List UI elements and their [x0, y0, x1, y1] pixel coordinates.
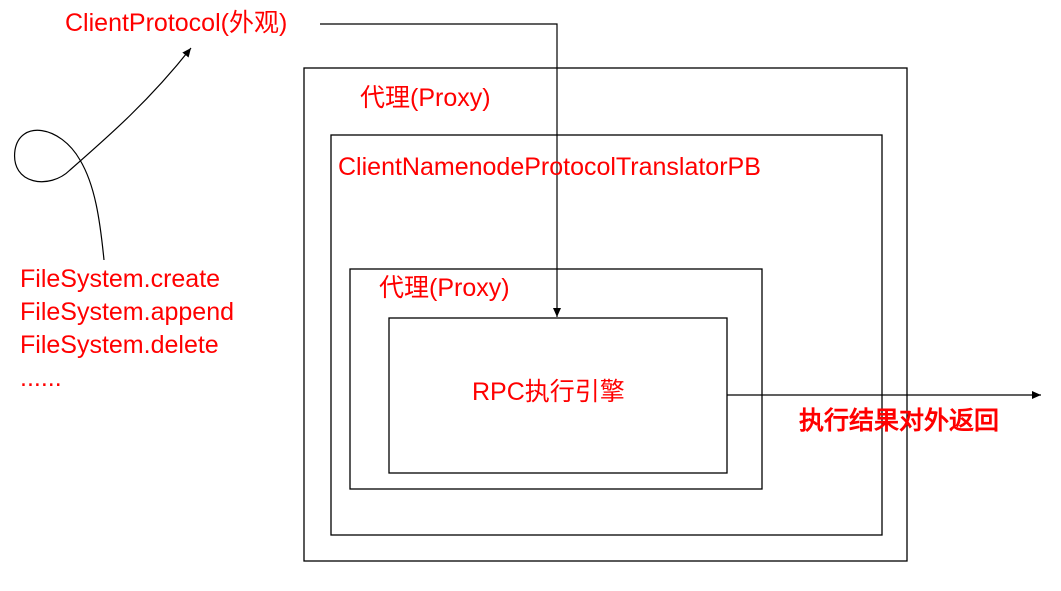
- loop-arrow: [14, 47, 192, 261]
- filesystem-call-create: FileSystem.create: [20, 265, 221, 293]
- rpc-engine-label: RPC执行引擎: [472, 378, 625, 406]
- client-protocol-connector: [320, 23, 561, 317]
- client-protocol-label: ClientProtocol(外观): [65, 9, 288, 37]
- filesystem-call-ellipsis: ......: [20, 364, 62, 392]
- outer-proxy-box: [303, 67, 908, 562]
- filesystem-call-delete: FileSystem.delete: [20, 331, 219, 359]
- translator-label: ClientNamenodeProtocolTranslatorPB: [338, 153, 761, 181]
- filesystem-call-list: FileSystem.create FileSystem.append File…: [20, 265, 234, 397]
- outer-proxy-label: 代理(Proxy): [360, 84, 491, 112]
- inner-proxy-box: [349, 268, 763, 490]
- filesystem-call-append: FileSystem.append: [20, 298, 235, 326]
- inner-proxy-label: 代理(Proxy): [379, 274, 510, 302]
- result-label: 执行结果对外返回: [799, 406, 1000, 435]
- translator-box: [330, 134, 883, 536]
